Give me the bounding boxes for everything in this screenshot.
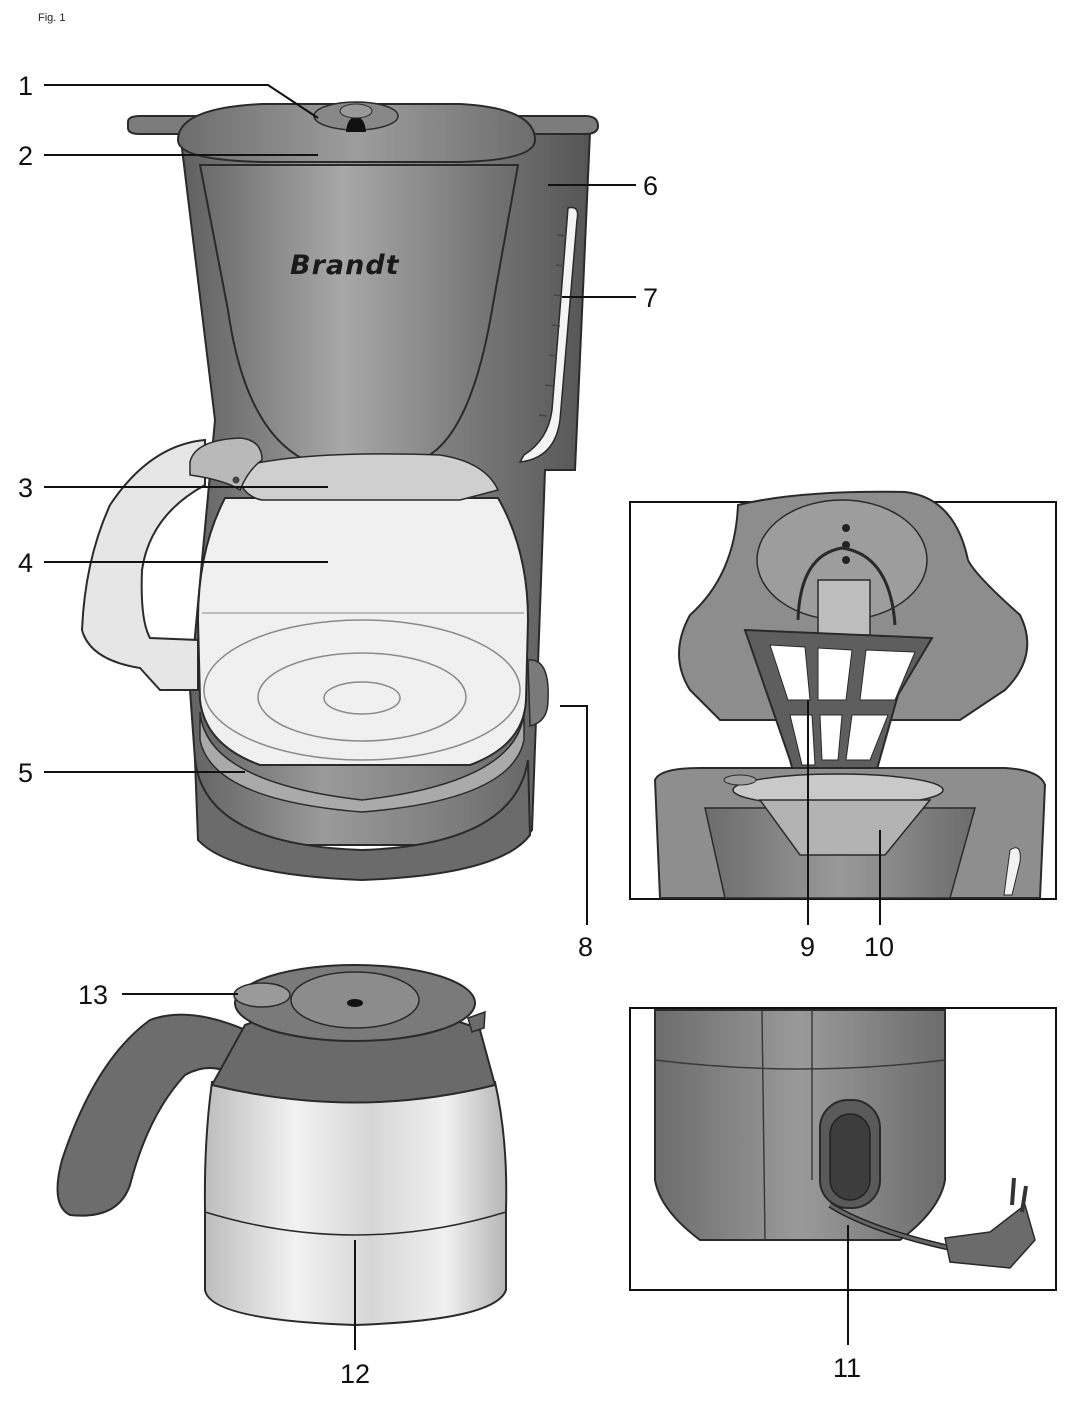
glass-jug: [196, 497, 530, 766]
water-level-window: [518, 206, 579, 463]
callout-8: 8: [578, 932, 593, 962]
filter-handle: [796, 546, 897, 626]
callout-5: 5: [18, 758, 33, 788]
lid-release-button: [233, 982, 291, 1008]
lid: [176, 103, 537, 163]
callout-labels: 1 2 3 4 5 6 7 8 9 10 11 12 13: [18, 71, 894, 1389]
callout-9: 9: [800, 932, 815, 962]
rear-base-inset: [654, 1009, 946, 1241]
callout-12: 12: [340, 1359, 370, 1389]
brand-logo: Brandt: [290, 250, 400, 281]
figure-label: Fig. 1: [38, 12, 66, 24]
callout-11: 11: [833, 1353, 861, 1383]
callout-3: 3: [18, 473, 33, 503]
warming-plate: [199, 711, 525, 813]
callout-2: 2: [18, 141, 33, 171]
on-off-switch: [527, 659, 549, 727]
leader-lines: [44, 84, 881, 1350]
callout-7: 7: [643, 283, 658, 313]
callout-4: 4: [18, 548, 33, 578]
callout-1: 1: [18, 71, 33, 101]
inset-filter: [629, 490, 1057, 900]
coffee-maker: Brandt: [80, 101, 600, 882]
lid-knob-button: [346, 116, 366, 132]
jug-lid: [235, 453, 500, 501]
jug-handle: [80, 438, 206, 691]
thermal-jug: [56, 964, 508, 1327]
callout-6: 6: [643, 171, 658, 201]
power-plug: [944, 1203, 1036, 1269]
base: [194, 759, 532, 882]
inset-cord: [629, 1007, 1057, 1291]
thermal-jug-handle: [56, 1013, 252, 1217]
callout-10: 10: [864, 932, 894, 962]
water-level-marks: [538, 234, 567, 417]
callout-13: 13: [78, 980, 108, 1010]
jug-bottom-rings: [203, 619, 521, 761]
